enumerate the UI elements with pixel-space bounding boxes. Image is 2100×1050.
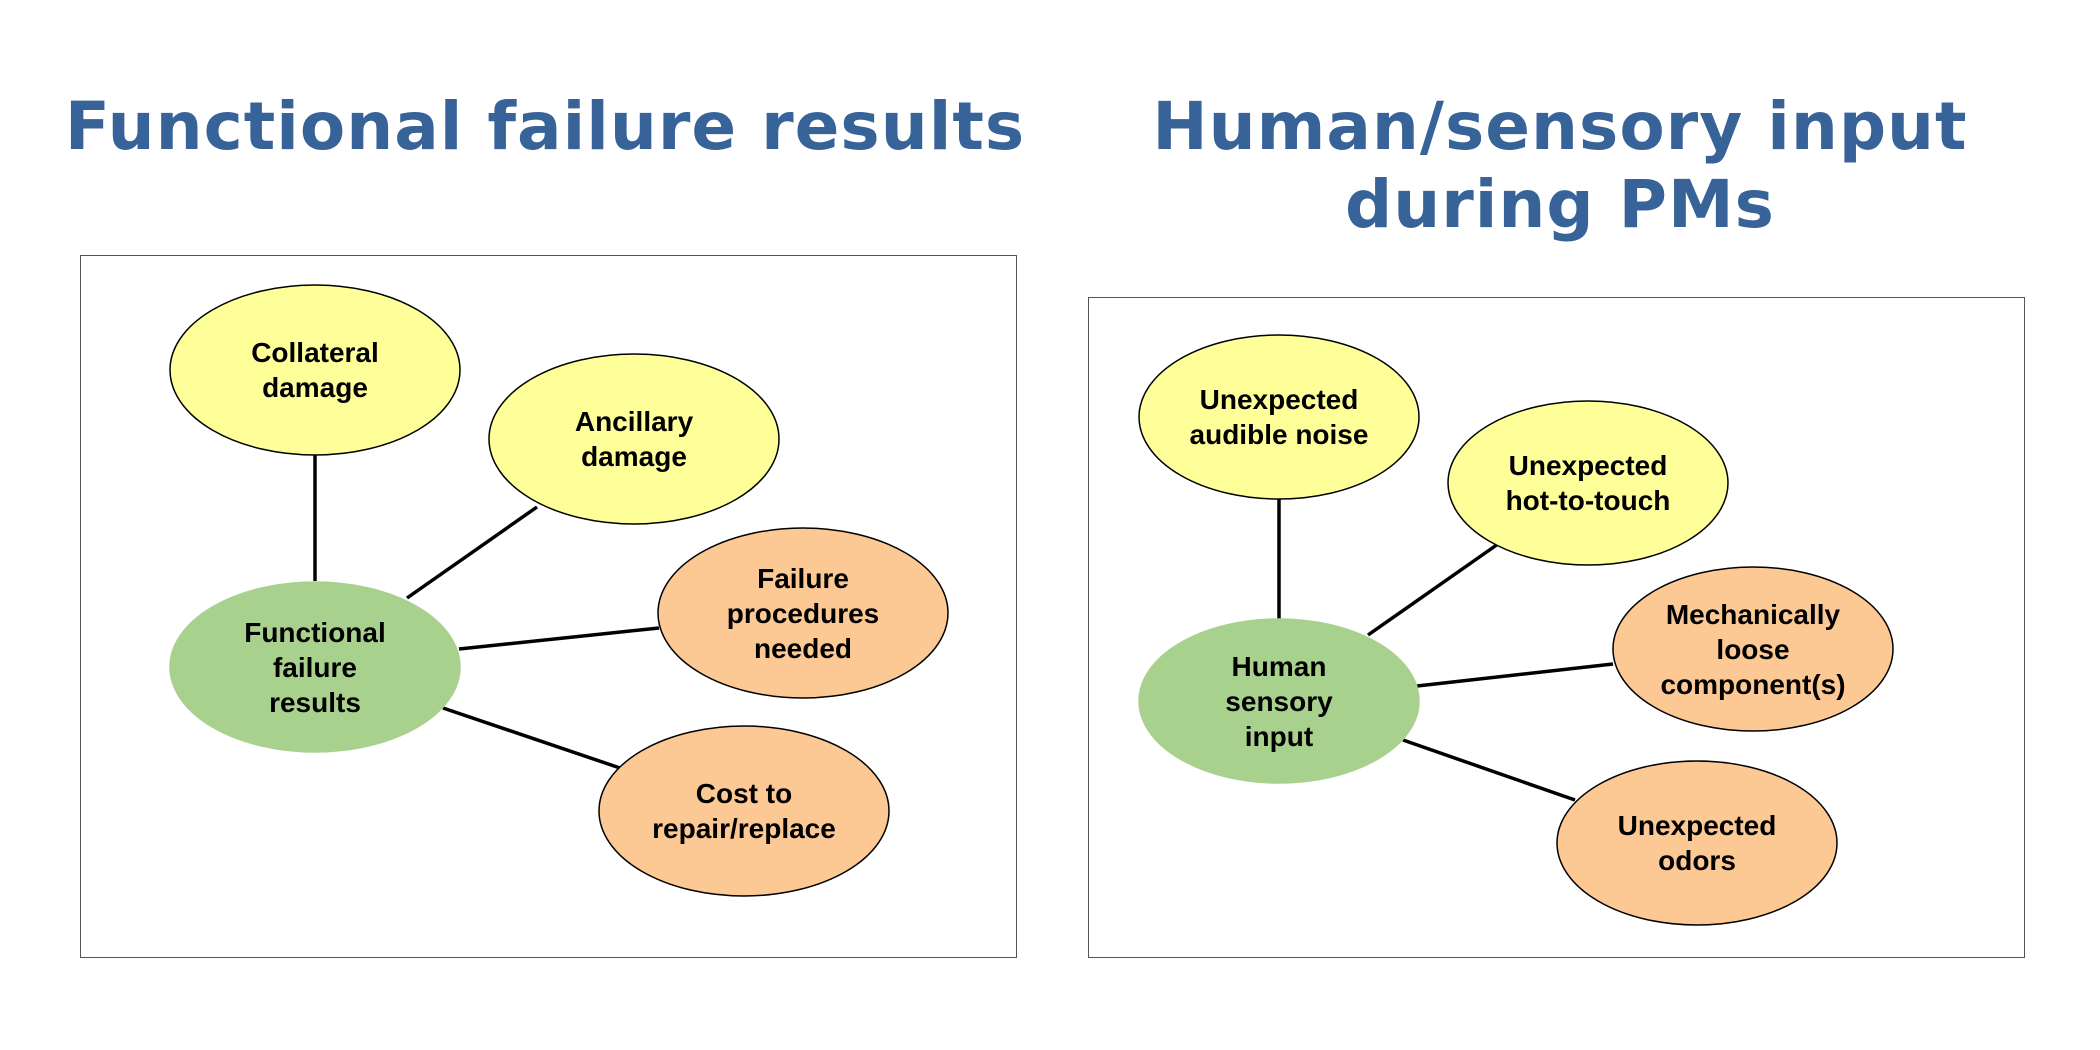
right-panel-title-text: Human/sensory input during PMs	[1152, 88, 1968, 243]
node-unexpected-audible-noise-ellipse	[1138, 334, 1420, 500]
connector-failure-procedures-needed	[458, 626, 660, 651]
connector-ancillary-damage	[405, 505, 539, 600]
diagram-canvas	[1138, 334, 1894, 926]
center-node-ellipse	[169, 581, 461, 753]
node-mechanically-loose-components-ellipse	[1612, 566, 1894, 732]
left-panel-title: Functional failure results	[64, 88, 1026, 165]
node-unexpected-hot-to-touch-ellipse	[1447, 400, 1729, 566]
connector-unexpected-hot-to-touch	[1366, 542, 1500, 637]
node-collateral-damage-ellipse	[169, 284, 461, 456]
connector-mechanically-loose-components	[1416, 662, 1614, 688]
center-node-ellipse	[1138, 618, 1420, 784]
node-failure-procedures-needed-ellipse	[657, 527, 949, 699]
node-cost-to-repair-replace-ellipse	[598, 725, 890, 897]
connector-unexpected-odors	[1402, 738, 1576, 802]
node-unexpected-odors-ellipse	[1556, 760, 1838, 926]
right-panel-title: Human/sensory input during PMs	[1080, 88, 2040, 244]
diagram-canvas	[169, 284, 949, 897]
connector-cost-to-repair-replace	[442, 706, 621, 770]
node-ancillary-damage-ellipse	[488, 353, 780, 525]
